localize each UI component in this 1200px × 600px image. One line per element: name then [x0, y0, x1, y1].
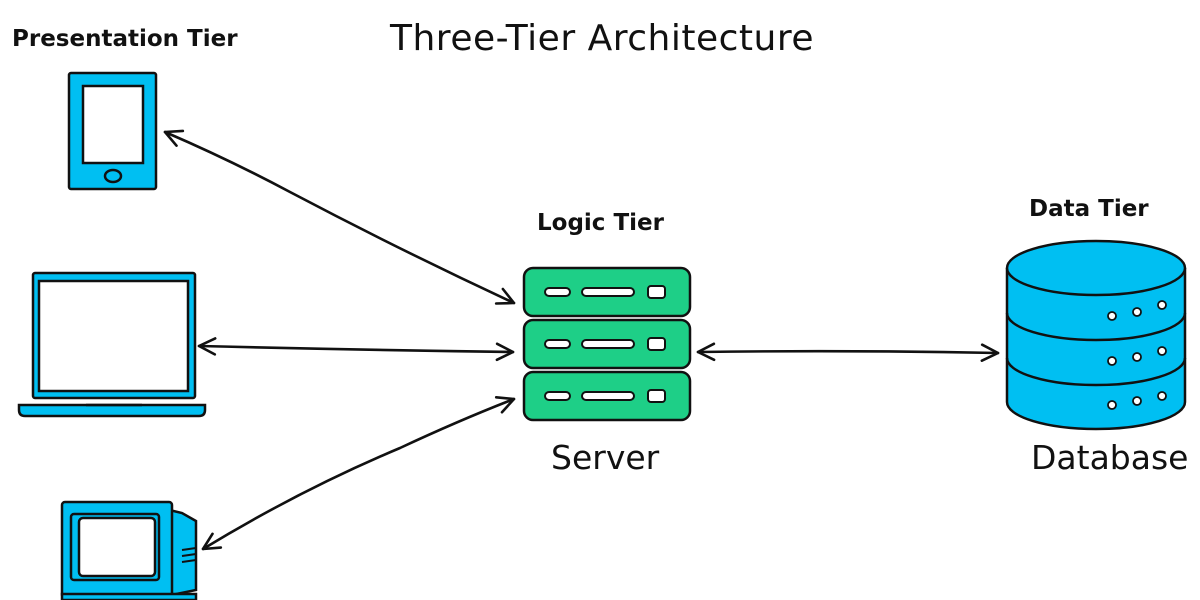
- tablet-server-arrow: [163, 129, 516, 305]
- laptop-icon: [17, 271, 207, 418]
- database-icon: [1005, 239, 1187, 431]
- presentation-tier-label: Presentation Tier: [12, 26, 238, 52]
- desktop-computer-icon: [60, 500, 198, 600]
- laptop-server-arrow: [197, 337, 515, 362]
- logic-tier-label: Logic Tier: [537, 210, 664, 236]
- server-database-arrow: [696, 342, 1000, 362]
- diagram-title: Three-Tier Architecture: [390, 18, 814, 59]
- data-tier-label: Data Tier: [1029, 196, 1149, 222]
- server-icon: [522, 266, 692, 422]
- desktop-server-arrow: [201, 396, 516, 551]
- database-caption: Database: [1031, 438, 1189, 477]
- tablet-icon: [67, 71, 158, 191]
- server-caption: Server: [551, 438, 660, 477]
